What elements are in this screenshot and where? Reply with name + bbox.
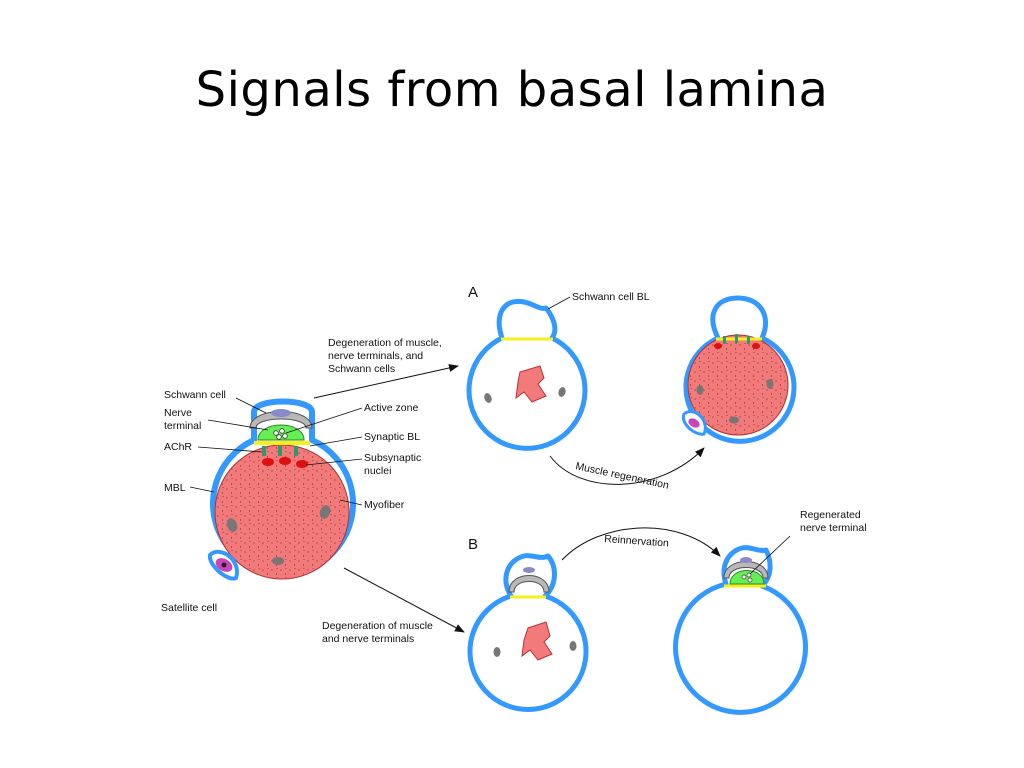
schwann-nucleus [523, 567, 535, 573]
degenerating-myofiber [515, 365, 547, 403]
schwann-cell [508, 575, 550, 593]
synaptic-vesicle [282, 433, 288, 439]
subsynaptic-nucleus [262, 458, 274, 466]
panel-label-b: B [468, 536, 478, 553]
label-subsynaptic-nuclei-2: nuclei [364, 465, 391, 477]
label-satellite-cell: Satellite cell [161, 602, 217, 614]
leader-regenerated-nerve-terminal [749, 535, 791, 575]
synaptic-vesicle [279, 428, 285, 434]
label-reinnervation: Reinnervation [604, 533, 670, 550]
achr-cluster [294, 446, 298, 456]
schwann-nucleus [740, 557, 752, 563]
label-degeneration-a-2: nerve terminals, and [328, 350, 423, 362]
achr-cluster [262, 446, 266, 456]
label-myofiber: Myofiber [364, 499, 405, 511]
satellite-cell-nucleus [221, 562, 227, 568]
slide-title: Signals from basal lamina [195, 62, 829, 118]
schwann-cell [249, 411, 313, 429]
panel-b-reinnervated [673, 545, 809, 715]
subsynaptic-nucleus [752, 343, 760, 349]
remnant-nucleus [484, 393, 492, 403]
satellite-cell-body [688, 418, 700, 428]
label-degeneration-b-1: Degeneration of muscle [322, 620, 433, 632]
leader-schwann-cell-bl [547, 296, 571, 310]
label-muscle-regeneration: Muscle regeneration [574, 460, 670, 492]
remnant-nucleus [493, 647, 501, 657]
schwann-nucleus [271, 409, 291, 417]
arrow-degeneration-b [343, 567, 465, 633]
ghost-basal-lamina [673, 545, 809, 715]
subsynaptic-nucleus [296, 460, 308, 468]
label-regenerated-nerve-terminal-2: nerve terminal [800, 522, 867, 534]
myonucleus [319, 505, 331, 519]
label-nerve-terminal-1: Nerve [164, 407, 192, 419]
myofiber-texture [216, 446, 348, 578]
label-mbl: MBL [164, 482, 186, 494]
remnant-nucleus [569, 641, 577, 651]
label-schwann-cell: Schwann cell [164, 389, 226, 401]
panel-a-degenerated [466, 298, 588, 451]
myonucleus [766, 379, 774, 389]
label-degeneration-a-3: Schwann cells [328, 363, 395, 375]
synaptic-vesicle [741, 574, 747, 580]
arrow-degeneration-a [313, 364, 459, 399]
arrow-reinnervation [561, 527, 721, 561]
subsynaptic-nucleus [279, 457, 291, 465]
achr-cluster [723, 336, 726, 344]
label-regenerated-nerve-terminal-1: Regenerated [800, 509, 861, 521]
synaptic-vesicle [273, 430, 279, 436]
remnant-nucleus [558, 387, 566, 397]
panel-b-degenerated [467, 553, 589, 712]
label-degeneration-b-2: and nerve terminals [322, 633, 414, 645]
label-active-zone: Active zone [364, 402, 418, 414]
achr-cluster [735, 334, 738, 343]
panel-a-regenerated [681, 295, 797, 444]
synaptic-vesicle [747, 577, 753, 583]
label-subsynaptic-nuclei-1: Subsynaptic [364, 452, 421, 464]
myofiber-texture [689, 336, 787, 434]
achr-cluster [747, 336, 750, 344]
achr-cluster [278, 446, 282, 456]
intact-junction [207, 398, 356, 581]
leader-lines [189, 397, 363, 506]
arrow-muscle-regeneration [549, 447, 705, 485]
label-nerve-terminal-2: terminal [164, 420, 201, 432]
label-schwann-cell-bl: Schwann cell BL [572, 291, 650, 303]
schwann-cell [723, 561, 769, 579]
myonucleus [696, 385, 704, 395]
subsynaptic-nucleus [714, 343, 722, 349]
synaptic-vesicle [276, 434, 282, 440]
myonucleus [729, 416, 739, 424]
panel-label-a: A [468, 284, 478, 301]
label-achr: AChR [164, 441, 192, 453]
myonucleus [226, 518, 238, 532]
label-degeneration-a-1: Degeneration of muscle, [328, 337, 442, 349]
regenerated-nerve-terminal [729, 570, 765, 585]
degenerating-myofiber [521, 621, 553, 661]
myonucleus [272, 557, 284, 565]
label-synaptic-bl: Synaptic BL [364, 431, 420, 443]
